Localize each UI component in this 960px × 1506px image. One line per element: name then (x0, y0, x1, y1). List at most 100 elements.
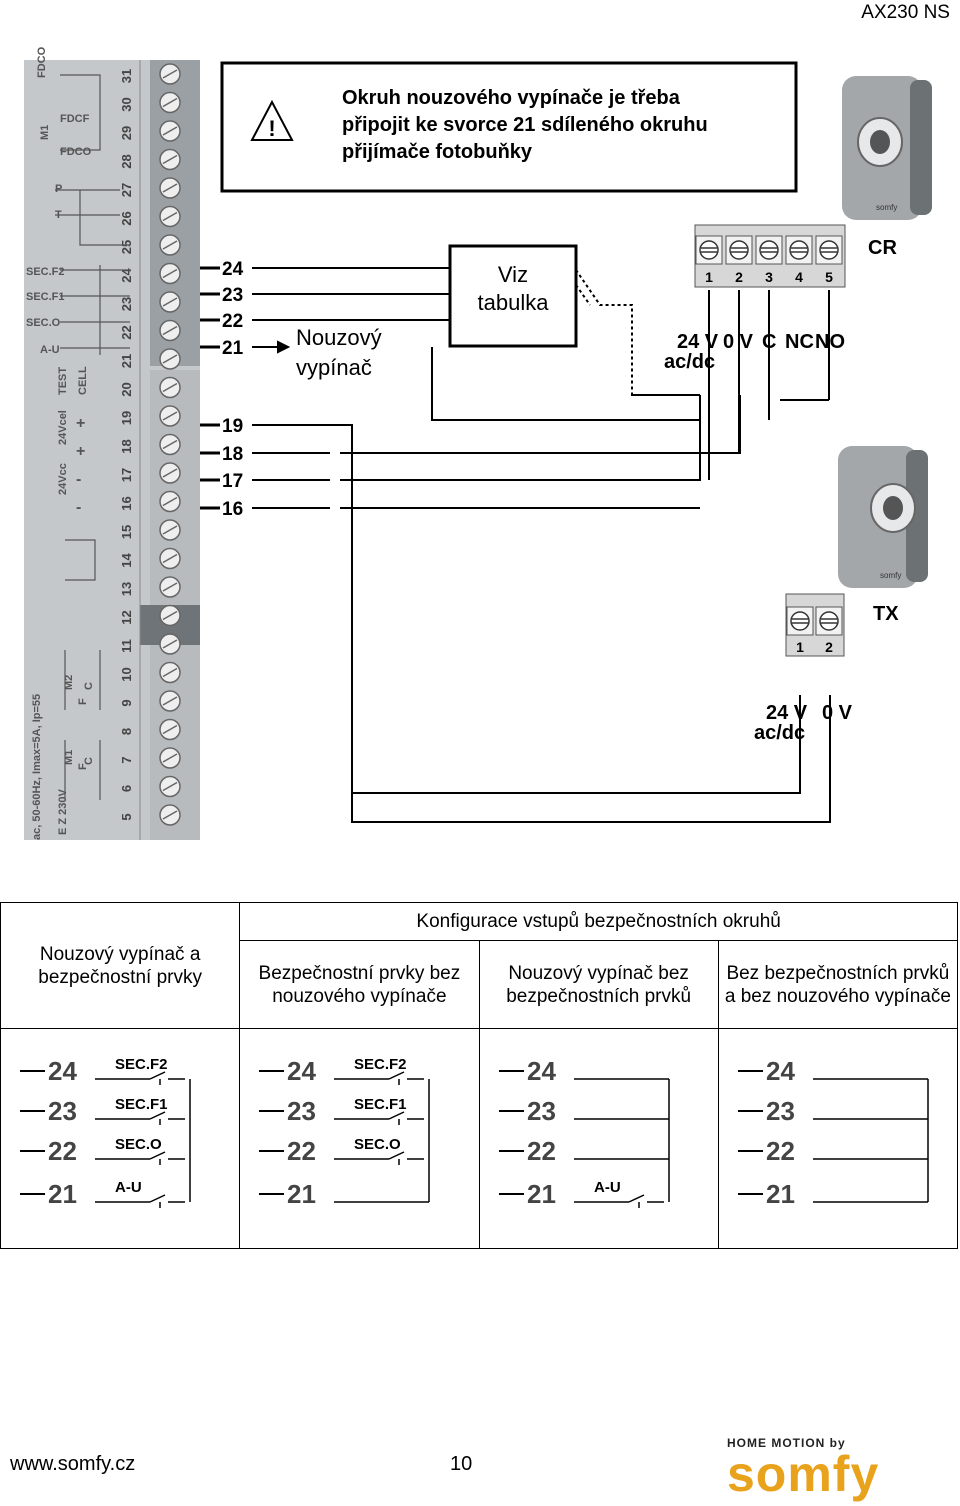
terminal-screw-icon (159, 519, 181, 541)
strip-number: 8 (119, 728, 134, 735)
strip-number: 20 (119, 382, 134, 396)
cr-pin-5: 5 (825, 269, 833, 285)
strip-polarity-mark: + (76, 415, 85, 432)
strip-number: 7 (119, 756, 134, 763)
terminal-screw-icon (159, 405, 181, 427)
strip-number: 11 (119, 639, 134, 653)
footer-url[interactable]: www.somfy.cz (10, 1453, 136, 1475)
strip-label: FDCF (60, 113, 90, 125)
terminal-screw-icon (159, 63, 181, 85)
terminal-screw-icon (159, 490, 181, 513)
warning-line-3: přijímače fotobuňky (342, 141, 533, 163)
strip-label: CELL (77, 366, 89, 395)
terminal-number: 21 (527, 1179, 556, 1209)
terminal-screw-icon (159, 234, 181, 256)
cr-pin-1: 1 (705, 269, 713, 285)
terminal-number: 21 (287, 1179, 316, 1209)
strip-number: 6 (119, 785, 134, 792)
col-header-3: Bez bezpečnostních prvků a bez nouzového… (717, 940, 959, 1029)
strip-number: 29 (119, 126, 134, 140)
strip-label: C (83, 757, 95, 765)
terminal-label-22: 22 (222, 311, 243, 332)
contact-label: SEC.F1 (354, 1096, 407, 1113)
terminal-screw-icon (159, 433, 181, 456)
strip-label: 24Vcc (57, 463, 69, 495)
terminal-label-18: 18 (222, 444, 243, 465)
strip-number: 31 (119, 69, 134, 83)
terminal-screw-icon (159, 291, 181, 313)
switch-label-line1: Nouzový (296, 325, 382, 350)
terminal-label-21: 21 (222, 338, 244, 359)
terminal-number: 23 (287, 1096, 316, 1126)
strip-polarity-mark: - (76, 499, 81, 516)
tx-pin-1: 1 (796, 639, 804, 655)
terminal-screw-icon (159, 120, 181, 142)
svg-text:!: ! (268, 116, 275, 141)
strip-polarity-mark: + (76, 443, 85, 460)
strip-label: P (55, 183, 62, 195)
tx-brand: somfy (880, 571, 901, 580)
col-header-2: Nouzový vypínač bez bezpečnostních prvků (478, 940, 719, 1029)
strip-number: 10 (119, 667, 134, 681)
tx-device: somfy (838, 446, 928, 588)
warning-icon: ! (250, 99, 294, 141)
terminal-screw-icon (159, 319, 181, 342)
terminal-screw-icon (159, 177, 181, 199)
logo-wordmark: somfy (727, 1446, 880, 1502)
terminal-label-17: 17 (222, 471, 243, 492)
terminal-screw-icon (159, 633, 181, 655)
viz-tabulka-box (448, 244, 578, 348)
strip-number: 23 (119, 297, 134, 311)
strip-label: M1 (63, 750, 75, 765)
terminal-screw-icon (159, 462, 181, 484)
terminal-leaders (200, 266, 220, 510)
tx-pin-label-24v: 24 V (766, 702, 808, 724)
terminal-label-23: 23 (222, 285, 243, 306)
tx-pin-2: 2 (825, 639, 833, 655)
strip-number: 17 (119, 468, 134, 482)
terminal-number: 23 (48, 1096, 77, 1126)
terminal-screw-icon (159, 804, 181, 826)
cr-pin-3: 3 (765, 269, 773, 285)
terminal-number: 23 (527, 1096, 556, 1126)
strip-label: SEC.F2 (26, 266, 65, 278)
cr-pin-4: 4 (795, 269, 803, 285)
document-code: AX230 NS (861, 2, 950, 23)
terminal-screw-icon (159, 376, 181, 399)
strip-label: TEST (57, 367, 69, 395)
wiring-diagram: 3130292827262524232221201918171615141312… (24, 46, 932, 840)
terminal-screw-icon (785, 235, 813, 265)
col-header-1: Bezpečnostní prvky bez nouzového vypínač… (239, 940, 480, 1029)
strip-number: 28 (119, 154, 134, 168)
strip-number: 13 (119, 582, 134, 596)
contact-label: A-U (594, 1179, 621, 1196)
strip-number: 26 (119, 211, 134, 225)
contact-label: SEC.O (115, 1136, 162, 1153)
cr-pin-label-24v: 24 V (677, 331, 719, 353)
cr-brand: somfy (876, 203, 897, 212)
warning-line-2: připojit ke svorce 21 sdíleného okruhu (342, 114, 708, 136)
strip-label: ac, 50-60Hz, Imax=5A, Ip=55 (31, 694, 43, 840)
strip-label: F (77, 698, 89, 705)
terminal-screw-icon (159, 690, 181, 712)
contact-label: SEC.F2 (354, 1056, 407, 1073)
config-table: Nouzový vypínač a bezpečnostní prvky Kon… (0, 902, 959, 1249)
terminal-screw-icon (159, 775, 181, 798)
contact-label: SEC.F1 (115, 1096, 168, 1113)
terminal-screw-icon (755, 235, 783, 265)
strip-number: 9 (119, 699, 134, 706)
warning-line-1: Okruh nouzového vypínače je třeba (342, 87, 681, 109)
cr-terminal-block: 1 2 3 4 5 (694, 224, 846, 288)
terminal-screw-icon (159, 148, 181, 171)
strip-number: 24 (119, 268, 134, 283)
terminal-label-16: 16 (222, 499, 243, 520)
strip-number: 25 (119, 240, 134, 254)
terminal-screw-icon (159, 576, 181, 598)
strip-polarity-mark: - (76, 471, 81, 488)
tx-pin-label-0v: 0 V (822, 702, 853, 724)
terminal-number: 22 (48, 1136, 77, 1166)
terminal-screw-icon (159, 205, 181, 228)
